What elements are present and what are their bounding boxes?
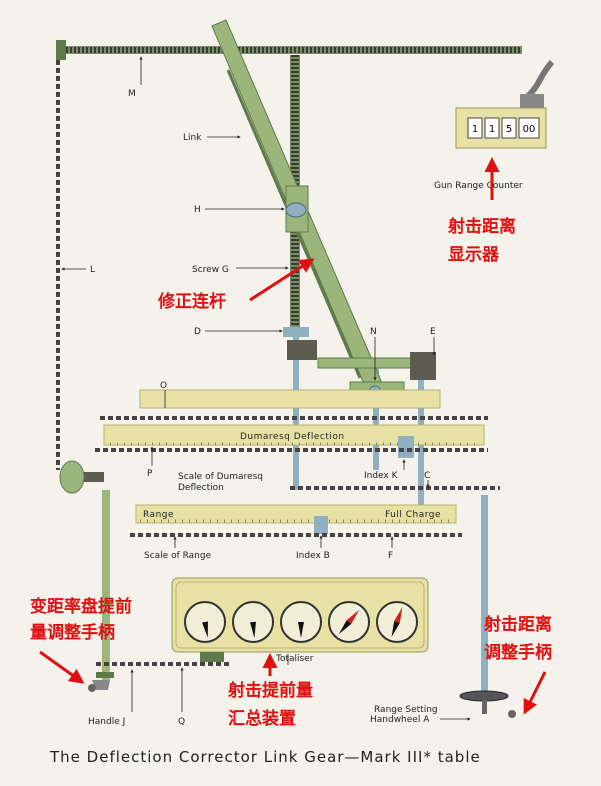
label-range-setting-2: Handwheel A xyxy=(370,715,430,725)
shaft-d xyxy=(293,335,299,490)
label-scale-dumaresq-1: Scale of Dumaresq xyxy=(178,472,263,482)
label-index-b: Index B xyxy=(296,551,330,561)
counter-digit-box xyxy=(467,117,483,139)
label-f: F xyxy=(388,551,393,561)
label-q: Q xyxy=(178,717,185,727)
text-full-charge: Full Charge xyxy=(385,510,441,520)
shaft-n xyxy=(373,360,379,470)
labels-black: M Link H L Screw G D N E O P Scale of Du… xyxy=(61,56,523,727)
label-o: O xyxy=(160,381,167,391)
q-sprocket xyxy=(200,652,224,662)
dial-pointer-red xyxy=(346,609,360,624)
counter-digit-box xyxy=(484,117,500,139)
label-screw-g: Screw G xyxy=(192,265,229,275)
text-range: Range xyxy=(143,510,174,520)
counter-digit: 1 xyxy=(489,124,495,135)
index-b-marker xyxy=(314,516,328,534)
label-p: P xyxy=(147,469,153,479)
label-h: H xyxy=(194,205,201,215)
label-index-k: Index K xyxy=(364,471,399,481)
dial-pointer xyxy=(202,621,208,638)
label-range-setting-1: Range Setting xyxy=(374,705,438,715)
dial-pointer xyxy=(391,620,400,638)
shaft-j xyxy=(102,490,110,680)
label-d: D xyxy=(194,327,201,337)
counter-digit: 1 xyxy=(472,124,478,135)
label-link: Link xyxy=(183,133,202,143)
label-scale-range: Scale of Range xyxy=(144,551,212,561)
diagram-caption: The Deflection Corrector Link Gear—Mark … xyxy=(49,748,481,766)
index-k-marker xyxy=(398,436,414,458)
label-gun-range-counter: Gun Range Counter xyxy=(434,181,523,191)
label-e: E xyxy=(430,327,436,337)
dial-pointer xyxy=(338,620,352,635)
cn-rate-handle-1: 变距率盘提前 xyxy=(30,596,132,617)
bracket-d xyxy=(283,327,309,337)
label-n: N xyxy=(370,327,377,337)
dial-pointer xyxy=(250,621,256,638)
counter-digit: 00 xyxy=(523,124,536,135)
label-m: M xyxy=(128,89,136,99)
bevel-e xyxy=(410,352,436,380)
cn-gun-range-display-1: 射击距离 xyxy=(447,216,516,237)
range-scale xyxy=(135,504,457,524)
bar-o xyxy=(139,389,441,409)
counter-digit: 5 xyxy=(506,124,512,135)
cn-range-handle-2: 调整手柄 xyxy=(484,642,552,663)
label-totaliser: Totaliser xyxy=(275,654,314,664)
label-c: C xyxy=(424,471,430,481)
dial-pointer xyxy=(298,622,304,638)
counter-digit-box xyxy=(518,117,540,139)
bevel-d xyxy=(287,340,317,360)
counter-digit-box xyxy=(501,117,517,139)
label-scale-dumaresq-2: Deflection xyxy=(178,483,224,493)
text-dumaresq-deflection: Dumaresq Deflection xyxy=(240,432,345,442)
left-gear xyxy=(59,460,104,494)
label-handle-j: Handle J xyxy=(88,717,125,727)
annotations-cn: 射击距离 显示器 修正连杆 变距率盘提前 量调整手柄 射击距离 调整手柄 射击提… xyxy=(30,157,552,729)
label-l: L xyxy=(90,265,95,275)
dial-pointer-red xyxy=(394,606,403,624)
cn-correction-link: 修正连杆 xyxy=(157,291,226,312)
handle-j[interactable] xyxy=(88,672,114,692)
shaft-a xyxy=(481,495,488,695)
cn-gun-range-display-2: 显示器 xyxy=(448,245,500,265)
cn-totaliser-1: 射击提前量 xyxy=(227,680,313,701)
totaliser-dials xyxy=(184,601,418,643)
cn-rate-handle-2: 量调整手柄 xyxy=(30,622,115,643)
cn-range-handle-1: 射击距离 xyxy=(483,614,552,635)
range-handwheel-a[interactable] xyxy=(459,690,516,718)
dumaresq-deflection-scale xyxy=(103,424,485,446)
cn-totaliser-2: 汇总装置 xyxy=(228,708,296,729)
top-screw-m xyxy=(56,40,522,60)
